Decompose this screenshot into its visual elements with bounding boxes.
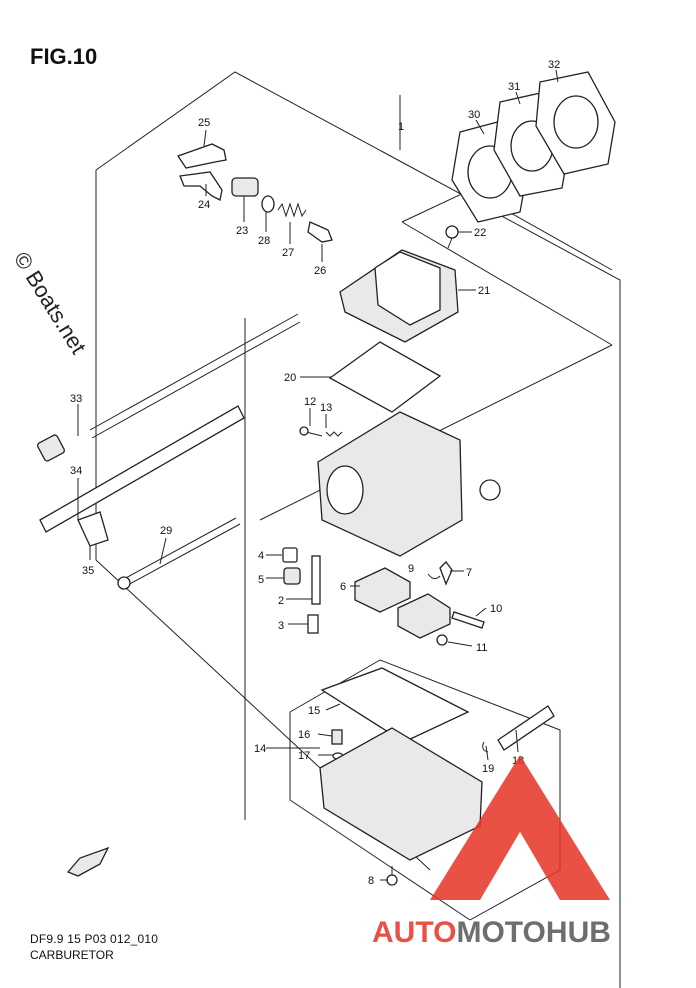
callout-9: 9 <box>408 563 414 575</box>
screw-22 <box>445 225 459 249</box>
brand-part-auto: AUTO <box>372 916 456 949</box>
brand-part-moto: MOTO <box>456 916 545 949</box>
callout-5: 5 <box>258 574 264 586</box>
carburetor-body <box>317 411 501 557</box>
callout-8: 8 <box>368 875 374 887</box>
callout-15: 15 <box>308 705 320 717</box>
callout-31: 31 <box>508 81 520 93</box>
callout-26: 26 <box>314 265 326 277</box>
callout-23: 23 <box>236 225 248 237</box>
clip-19 <box>482 741 489 753</box>
rod-34 <box>39 405 245 533</box>
jet-4 <box>282 547 298 563</box>
clip-35 <box>77 511 109 547</box>
callout-20: 20 <box>284 372 296 384</box>
o-ring-28 <box>261 195 275 213</box>
float-bowl-14 <box>319 727 483 861</box>
callout-4: 4 <box>258 550 264 562</box>
section-name: CARBURETOR <box>30 948 114 962</box>
screw-11 <box>436 634 448 646</box>
svg-text:AUTOMOTOHUB: AUTOMOTOHUB <box>372 916 611 949</box>
spring-13 <box>325 431 343 437</box>
screw-12 <box>299 426 323 437</box>
hose-18 <box>497 705 555 751</box>
screw-16 <box>331 729 343 745</box>
callout-25: 25 <box>198 117 210 129</box>
callout-1: 1 <box>398 121 404 133</box>
figure-title: FIG.10 <box>30 44 98 69</box>
cable-33 <box>37 313 301 462</box>
needle-valve-7 <box>439 561 453 586</box>
callout-17: 17 <box>298 750 310 762</box>
float-6 <box>354 567 451 639</box>
callout-labels: 1 2 3 4 5 6 7 8 9 10 11 12 13 14 15 16 1… <box>70 59 560 887</box>
callout-24: 24 <box>198 199 210 211</box>
gasket-32 <box>535 71 616 175</box>
leader-lines <box>77 69 559 881</box>
fwd-arrow-icon <box>66 846 110 877</box>
diagram-code: DF9.9 15 P03 012_010 <box>30 932 159 946</box>
jet-5 <box>283 567 301 585</box>
clip-9 <box>427 573 441 580</box>
tube-2 <box>311 555 321 605</box>
screw-29 <box>117 517 241 590</box>
callout-30: 30 <box>468 109 480 121</box>
callout-12: 12 <box>304 396 316 408</box>
callout-35: 35 <box>82 565 94 577</box>
callout-14: 14 <box>254 743 266 755</box>
jet-3 <box>307 614 319 634</box>
callout-6: 6 <box>340 581 346 593</box>
callout-2: 2 <box>278 595 284 607</box>
screw-8 <box>386 866 398 886</box>
callout-21: 21 <box>478 285 490 297</box>
callout-32: 32 <box>548 59 560 71</box>
callout-13: 13 <box>320 402 332 414</box>
callout-16: 16 <box>298 729 310 741</box>
callout-10: 10 <box>490 603 502 615</box>
callout-28: 28 <box>258 235 270 247</box>
hose-24 <box>179 171 223 201</box>
hose-25 <box>176 143 227 169</box>
gasket-20 <box>328 341 442 413</box>
callout-7: 7 <box>466 567 472 579</box>
brand-logo: AUTOMOTOHUB <box>372 755 611 949</box>
brand-part-hub: HUB <box>546 916 611 949</box>
callout-27: 27 <box>282 247 294 259</box>
callout-29: 29 <box>160 525 172 537</box>
needle-26 <box>307 221 333 243</box>
callout-3: 3 <box>278 620 284 632</box>
pin-10 <box>451 611 485 629</box>
spring-27 <box>277 202 307 218</box>
callout-19: 19 <box>482 763 494 775</box>
cover-21 <box>339 249 459 343</box>
callout-34: 34 <box>70 465 82 477</box>
callout-33: 33 <box>70 393 82 405</box>
fitting-23 <box>231 177 259 197</box>
callout-22: 22 <box>474 227 486 239</box>
callout-11: 11 <box>476 642 487 654</box>
gasket-15 <box>320 667 470 743</box>
